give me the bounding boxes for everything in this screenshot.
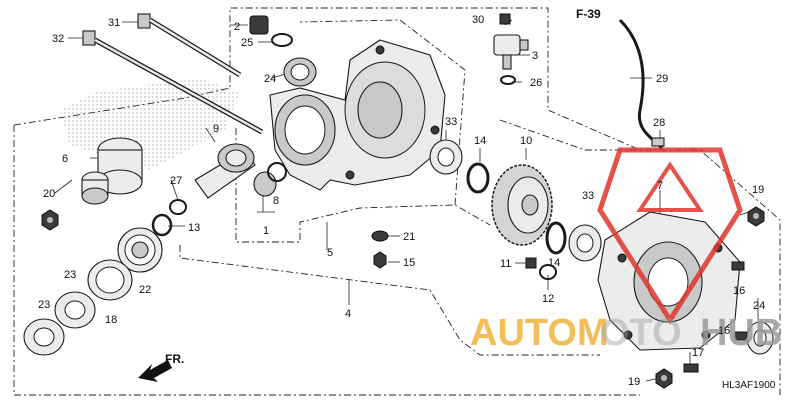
o-ring-26	[500, 75, 516, 85]
gear-case-housing	[269, 39, 446, 191]
callouts: 31 32 2 25 24 30 3 26 29 9 6 20 27 8 1 1…	[38, 14, 765, 388]
bolt-32	[82, 30, 264, 135]
breather-tube-29	[618, 18, 664, 150]
joint-6	[81, 137, 143, 205]
bearing-22	[117, 227, 163, 273]
washer-21	[371, 230, 389, 242]
callout-8: 8	[273, 195, 279, 207]
shim-14-right	[545, 221, 567, 255]
callout-9: 9	[213, 123, 219, 135]
washer-12	[539, 264, 557, 280]
callout-16-a: 16	[733, 285, 745, 297]
bolt-31	[137, 13, 242, 78]
callout-33-left: 33	[445, 116, 457, 128]
bolt-16-a	[731, 261, 745, 271]
callout-11: 11	[500, 258, 511, 270]
o-ring-25	[271, 33, 293, 47]
cap-2	[249, 15, 269, 35]
callout-20: 20	[43, 188, 55, 200]
callout-31: 31	[108, 17, 120, 29]
watermark-text-left: AUTOM	[470, 312, 609, 354]
seal-24-right	[746, 321, 774, 355]
callout-16-b: 16	[718, 325, 730, 337]
seal-8	[253, 162, 287, 197]
speed-sensor-3	[493, 13, 529, 70]
callout-12: 12	[542, 293, 554, 305]
watermark-text-faint: OTO	[600, 312, 682, 354]
callout-32: 32	[52, 33, 64, 45]
bolt-17	[683, 363, 699, 373]
callout-23-a: 23	[64, 269, 76, 281]
callout-19-top: 19	[752, 184, 764, 196]
callout-22: 22	[139, 284, 151, 296]
nut-19-top	[747, 206, 765, 227]
callout-18: 18	[105, 314, 117, 326]
callout-19-bottom: 19	[628, 376, 640, 388]
callout-21: 21	[403, 231, 415, 243]
callout-24-right: 24	[753, 300, 765, 312]
callout-28: 28	[653, 117, 665, 129]
seal-23-b	[23, 318, 65, 356]
ring-gear-10	[491, 164, 553, 246]
callout-2: 2	[234, 21, 240, 33]
front-direction-arrow	[138, 360, 172, 382]
callout-14-right: 14	[548, 257, 560, 269]
shim-27	[169, 199, 187, 215]
washer-13	[151, 213, 173, 237]
callout-33-right: 33	[582, 190, 594, 202]
drawing-code: HL3AF1900	[722, 380, 776, 391]
callout-7: 7	[657, 180, 663, 192]
bearing-33-right	[568, 224, 602, 262]
callout-13: 13	[188, 222, 200, 234]
callout-3: 3	[532, 50, 538, 62]
bolt-16-b	[734, 331, 748, 341]
callout-29: 29	[656, 73, 668, 85]
callout-6: 6	[62, 153, 68, 165]
callout-23-b: 23	[38, 299, 50, 311]
callout-24-top: 24	[264, 73, 276, 85]
callout-26: 26	[530, 77, 542, 89]
front-direction-label: FR.	[165, 352, 184, 366]
callout-30: 30	[472, 14, 484, 26]
shim-14-left	[466, 162, 490, 194]
watermark-text-right: HUB	[700, 312, 782, 354]
bearing-33-left	[429, 139, 463, 175]
clip-28	[651, 137, 665, 147]
callout-25: 25	[241, 37, 253, 49]
seal-23-a	[54, 291, 96, 329]
callout-27: 27	[170, 175, 182, 187]
nut-20	[41, 209, 59, 231]
callout-15: 15	[403, 257, 415, 269]
pinion-gear-9	[194, 143, 256, 199]
watermark: AUTOM OTO HUB	[470, 147, 782, 354]
reference-label: F-39	[576, 7, 601, 21]
callout-1: 1	[263, 225, 269, 237]
callout-14-left: 14	[474, 135, 486, 147]
seal-24-top	[283, 57, 317, 87]
callout-4: 4	[345, 308, 351, 320]
bolt-11	[525, 257, 537, 269]
bolt-15	[373, 251, 387, 269]
nut-19-bottom	[655, 368, 673, 389]
callout-10: 10	[520, 135, 532, 147]
bearing-18	[87, 259, 133, 301]
callout-5: 5	[327, 247, 333, 259]
watermark-logo-triangle	[597, 147, 743, 325]
case-cover-7	[597, 211, 741, 351]
callout-17: 17	[692, 347, 704, 359]
